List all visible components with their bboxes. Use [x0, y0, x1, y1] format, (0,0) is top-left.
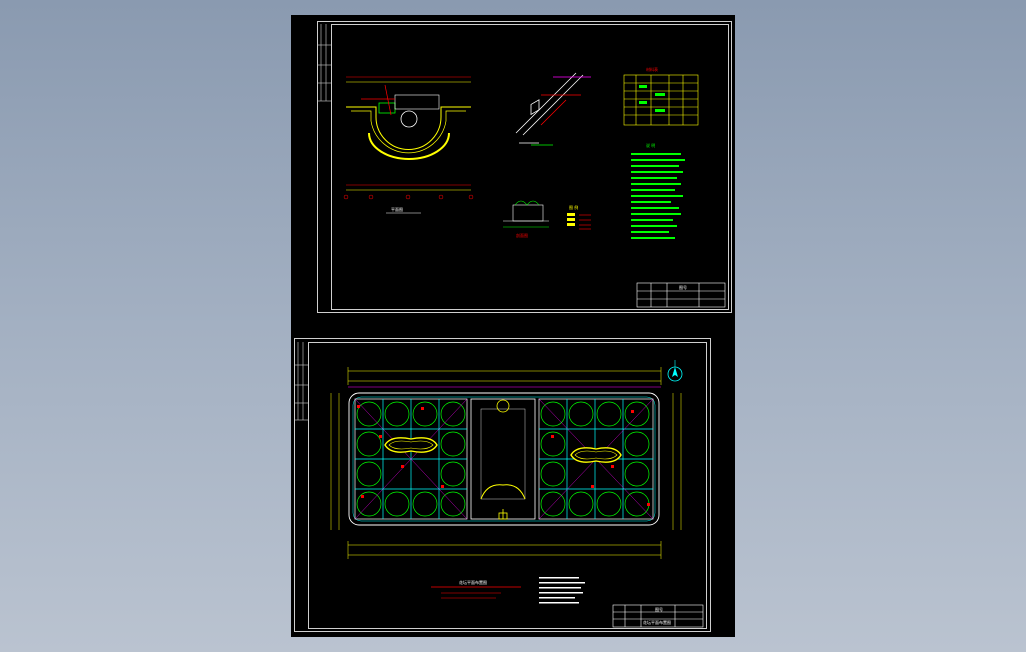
sheet-2-inner-frame: [308, 342, 707, 629]
sheet-2-notes: [539, 577, 585, 604]
notes-block: [631, 153, 685, 239]
sheet-1-title-block: [636, 282, 726, 308]
sheet-1-plan-title: 平面图: [391, 206, 403, 212]
drawing-sheet-2: [294, 338, 711, 632]
site-plan-outline: [348, 392, 660, 526]
sheet-2-graphics: 花坛平面布置图 图号 花坛平面布置图: [294, 342, 704, 628]
central-walkway: [470, 398, 536, 520]
sheet-1-inner-frame: [331, 24, 729, 310]
legend-title: 图 例: [569, 204, 578, 210]
sheet-1-graphics: 平面图 剖面图 图 例: [317, 24, 726, 308]
sheet-2-plan-title: 花坛平面布置图: [459, 579, 487, 585]
north-arrow-icon: [667, 360, 683, 382]
drawing-sheet-1: [317, 21, 732, 313]
material-table-title: 材料表: [646, 66, 658, 72]
sheet-1-section-title: 剖面图: [516, 232, 528, 238]
notes-title: 说 明: [646, 142, 655, 148]
material-table: [623, 74, 699, 126]
semicircle-plan: [343, 76, 474, 214]
sheet-1-binding-strip: [317, 24, 331, 102]
sheet-2-title-block-label: 图号: [655, 606, 663, 612]
isometric-detail: [515, 72, 591, 146]
sheet-1-title-block-label: 图号: [679, 284, 687, 290]
left-garden-pattern: [354, 398, 468, 520]
right-garden-pattern: [538, 398, 654, 520]
sheet-2-title-block-name: 花坛平面布置图: [643, 619, 671, 625]
section-detail: [503, 200, 549, 228]
sheet-2-title-block: [612, 604, 704, 628]
top-dimensions: [347, 367, 662, 388]
bottom-dimensions: [347, 541, 662, 559]
legend: [567, 213, 591, 230]
cad-drawing-canvas[interactable]: 平面图 剖面图 图 例: [291, 15, 735, 637]
red-markers: [357, 405, 650, 506]
